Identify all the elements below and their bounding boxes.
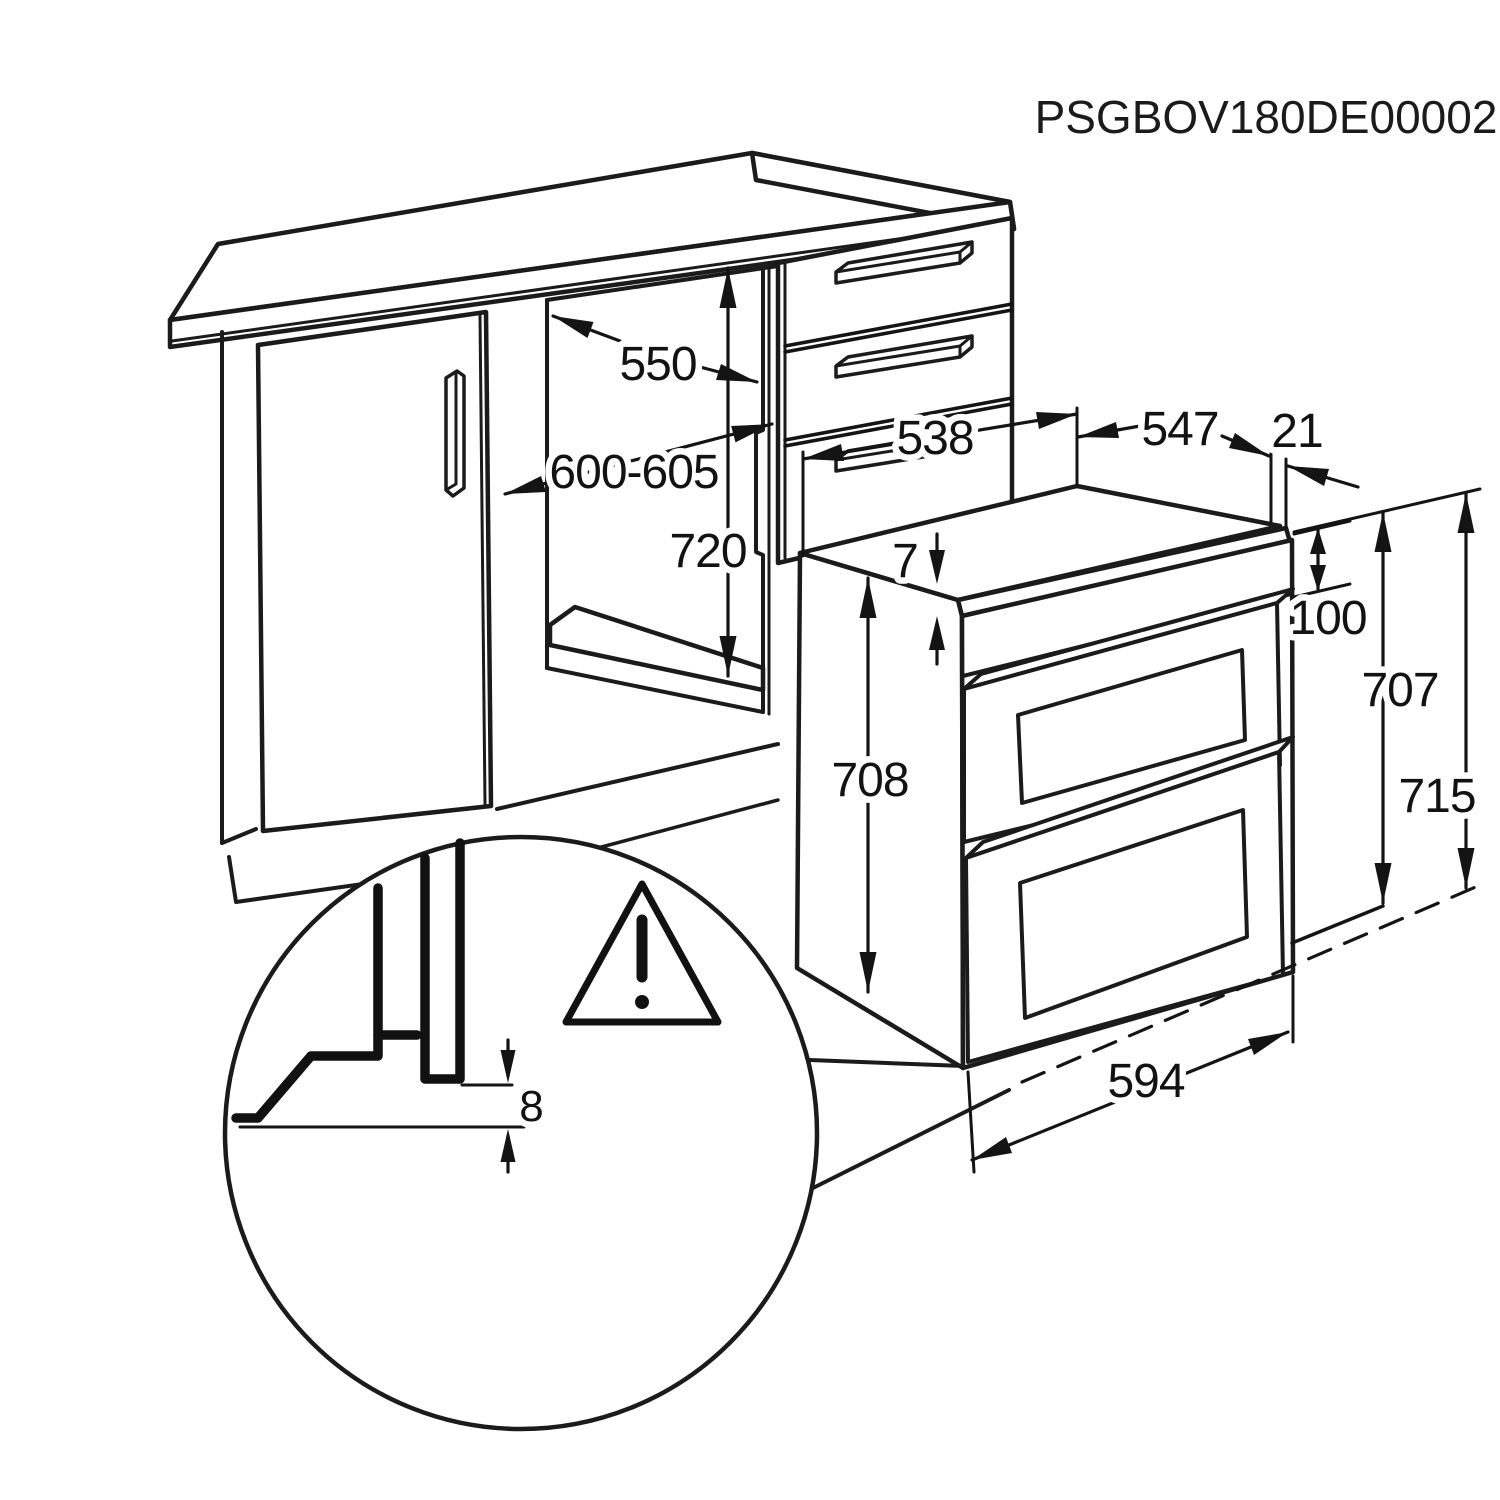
dim-niche-width: 600-605	[503, 422, 774, 506]
product-code: PSGBOV180DE00002	[1035, 91, 1498, 143]
dim-niche-depth: 550	[551, 314, 759, 398]
oven-lower-door-window	[1018, 808, 1249, 1020]
detail-circle	[222, 834, 820, 1432]
dim-carcass-height: 708	[825, 576, 916, 994]
detail-callout: 8	[222, 834, 1011, 1432]
niche-bottom-edge	[545, 666, 765, 714]
dimensions: 550 600-605 720 538	[503, 266, 1483, 1174]
dim-frame-overhang-label: 21	[1271, 405, 1322, 458]
niche-top-edge	[545, 264, 780, 302]
dim-rear-width-label: 538	[896, 412, 973, 465]
cabinet-base-line	[495, 742, 780, 811]
cabinet-bottom-corner	[220, 827, 258, 845]
dim-front-width-label: 594	[1107, 1055, 1184, 1108]
dim-niche-depth-label: 550	[619, 338, 696, 391]
cabinet-door	[255, 309, 494, 834]
cabinet-door-edge-line	[478, 313, 487, 806]
cabinet-door-handle	[444, 369, 466, 498]
oven-upper-door	[962, 587, 1295, 844]
dim-depth: 547	[1076, 397, 1273, 526]
dim-top-clearance-label: 7	[892, 535, 918, 588]
oven-lower-door	[964, 735, 1295, 1064]
drawer-gaps	[783, 302, 1014, 448]
dim-niche-width-label: 600-605	[549, 446, 718, 499]
dim-depth-label: 547	[1141, 403, 1218, 456]
dim-control-panel-label: 100	[1289, 592, 1366, 645]
dim-niche-height: 720	[663, 266, 754, 678]
dim-height-715-label: 715	[1398, 770, 1475, 823]
niche-right-edge-profile	[754, 269, 765, 714]
dim-carcass-height-label: 708	[831, 754, 908, 807]
installation-niche	[495, 264, 780, 860]
oven-top	[797, 483, 1283, 603]
dim-bottom-clearance-label: 8	[519, 1082, 542, 1131]
oven	[794, 483, 1296, 1071]
baseline-dashed	[1020, 884, 1480, 1084]
dim-control-panel: 100	[1283, 519, 1374, 652]
warning-icon	[562, 880, 722, 1026]
mounting-profile	[231, 838, 465, 1123]
drawer-handle	[834, 240, 974, 285]
callout-leader-upper	[808, 1058, 965, 1068]
niche-bottom-lip	[547, 604, 766, 693]
callout-leader-lower	[811, 1088, 1011, 1190]
dim-height-707: 707	[1290, 487, 1482, 945]
oven-upper-door-window	[1016, 648, 1247, 805]
dim-rear-width: 538	[801, 406, 1079, 558]
dim-height-715: 715	[1020, 491, 1483, 1084]
dim-frame-overhang: 21	[1265, 399, 1360, 531]
dim-height-707-label: 707	[1361, 664, 1438, 717]
drawer-handle	[834, 334, 974, 379]
base-cabinet-left	[220, 309, 562, 904]
dim-front-width: 594	[966, 974, 1295, 1174]
dim-niche-height-label: 720	[669, 525, 746, 578]
